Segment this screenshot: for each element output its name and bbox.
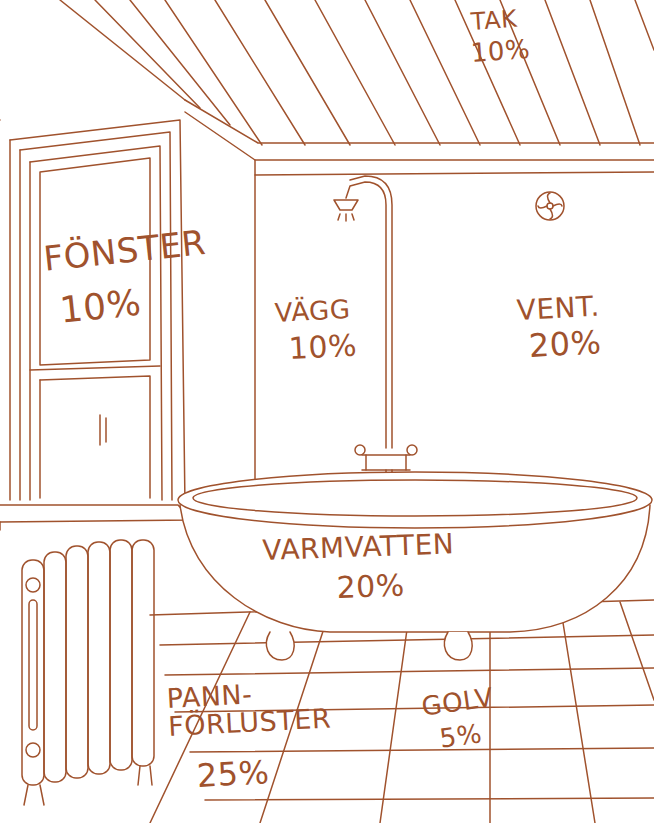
loss-name: PANN- FÖRLUSTER (166, 676, 344, 742)
loss-name: FÖNSTER (42, 225, 208, 278)
molding (185, 112, 654, 160)
loss-percent: 5% (438, 720, 484, 753)
loss-percent: 10% (470, 36, 531, 67)
loss-name: VENT. (516, 292, 600, 326)
loss-percent: 25% (196, 756, 270, 793)
molding (185, 100, 654, 143)
bathtub (178, 472, 652, 660)
loss-percent: 10% (288, 329, 358, 364)
loss-percent: 10% (58, 283, 143, 329)
loss-name: VÄGG (274, 296, 351, 327)
loss-percent: 20% (528, 326, 602, 363)
molding (255, 160, 654, 175)
floor-tiles (150, 602, 654, 823)
loss-percent: 20% (336, 570, 405, 604)
vent-fan (536, 192, 564, 220)
loss-name: VARMVATTEN (262, 529, 455, 565)
radiator (22, 540, 154, 805)
loss-name: TAK (470, 7, 518, 35)
window (0, 120, 192, 530)
loss-name: GOLV (420, 684, 495, 721)
